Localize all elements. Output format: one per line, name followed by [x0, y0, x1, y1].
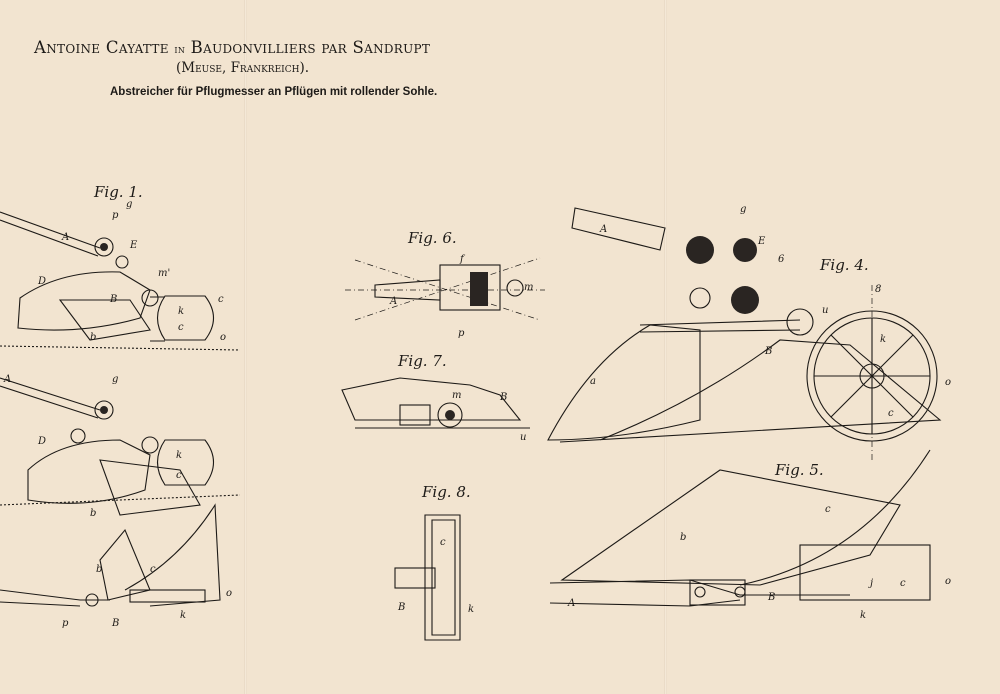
- svg-text:b: b: [96, 564, 102, 575]
- svg-text:g: g: [112, 374, 118, 385]
- svg-text:D: D: [37, 436, 46, 447]
- svg-text:B: B: [111, 618, 119, 629]
- svg-text:6: 6: [778, 254, 785, 265]
- svg-text:E: E: [757, 236, 766, 247]
- svg-text:k: k: [178, 306, 184, 317]
- fig-4-label: Fig. 4.: [819, 256, 869, 274]
- svg-text:m: m: [524, 282, 533, 293]
- svg-text:A: A: [567, 598, 575, 609]
- svg-text:E: E: [129, 240, 138, 251]
- paper-fold-right: [664, 0, 667, 694]
- svg-text:u: u: [822, 305, 828, 316]
- figure-5: Fig. 5. b c j c o A B k: [549, 449, 951, 621]
- svg-text:8: 8: [875, 284, 881, 295]
- svg-text:m: m: [452, 390, 461, 401]
- svg-text:u: u: [520, 432, 526, 443]
- figure-3: b c p B k o: [0, 503, 232, 629]
- svg-text:o: o: [945, 377, 951, 388]
- svg-text:o: o: [220, 332, 226, 343]
- svg-text:m': m': [158, 268, 170, 279]
- svg-text:k: k: [860, 610, 866, 621]
- figure-2: A g D k c b: [0, 374, 241, 519]
- svg-text:k: k: [176, 450, 182, 461]
- svg-text:c: c: [176, 470, 182, 481]
- svg-text:c: c: [825, 504, 831, 515]
- svg-text:f: f: [459, 254, 466, 265]
- fig-1-label: Fig. 1.: [93, 183, 143, 201]
- svg-text:A: A: [389, 296, 397, 307]
- svg-text:c: c: [178, 322, 184, 333]
- svg-text:A: A: [61, 232, 69, 243]
- fig-6-label: Fig. 6.: [407, 229, 457, 247]
- figure-8: Fig. 8. c B k: [394, 483, 474, 641]
- svg-text:c: c: [218, 294, 224, 305]
- svg-text:c: c: [900, 578, 906, 589]
- figure-4: Fig. 4. A g E 6 u k B a c o 8: [547, 204, 951, 460]
- svg-text:B: B: [767, 592, 775, 603]
- svg-text:g: g: [740, 204, 746, 215]
- svg-text:A: A: [599, 224, 607, 235]
- svg-text:B: B: [397, 602, 405, 613]
- svg-text:p: p: [458, 328, 465, 339]
- svg-text:g: g: [126, 199, 132, 210]
- paper-fold-left: [244, 0, 247, 694]
- svg-text:p: p: [62, 618, 69, 629]
- svg-text:o: o: [226, 588, 232, 599]
- svg-text:B: B: [499, 392, 507, 403]
- fig-7-label: Fig. 7.: [397, 352, 447, 370]
- svg-text:o: o: [945, 576, 951, 587]
- figure-1: Fig. 1. A p g E D B m' k c c o b: [0, 183, 241, 351]
- figure-6: Fig. 6. A f m p: [345, 229, 545, 339]
- svg-text:c: c: [150, 564, 156, 575]
- svg-text:a: a: [590, 376, 596, 387]
- svg-text:k: k: [880, 334, 886, 345]
- inventor-line: Antoine Cayatte in Baudonvilliers par Sa…: [34, 38, 431, 57]
- patent-title: Abstreicher für Pflugmesser an Pflügen m…: [110, 86, 438, 98]
- svg-text:B: B: [109, 294, 117, 305]
- svg-text:b: b: [680, 532, 686, 543]
- svg-text:p: p: [112, 210, 119, 221]
- svg-text:c: c: [888, 408, 894, 419]
- figure-7: Fig. 7. B m u: [341, 352, 530, 443]
- svg-text:b: b: [90, 332, 96, 343]
- svg-text:j: j: [868, 578, 873, 589]
- svg-text:B: B: [764, 346, 772, 357]
- fig-5-label: Fig. 5.: [774, 461, 824, 479]
- fig-8-label: Fig. 8.: [421, 483, 471, 501]
- svg-text:k: k: [180, 610, 186, 621]
- inventor-location: (Meuse, Frankreich).: [176, 60, 309, 76]
- svg-text:A: A: [3, 374, 11, 385]
- svg-text:c: c: [440, 537, 446, 548]
- svg-text:D: D: [37, 276, 46, 287]
- svg-text:k: k: [468, 604, 474, 615]
- svg-text:b: b: [90, 508, 96, 519]
